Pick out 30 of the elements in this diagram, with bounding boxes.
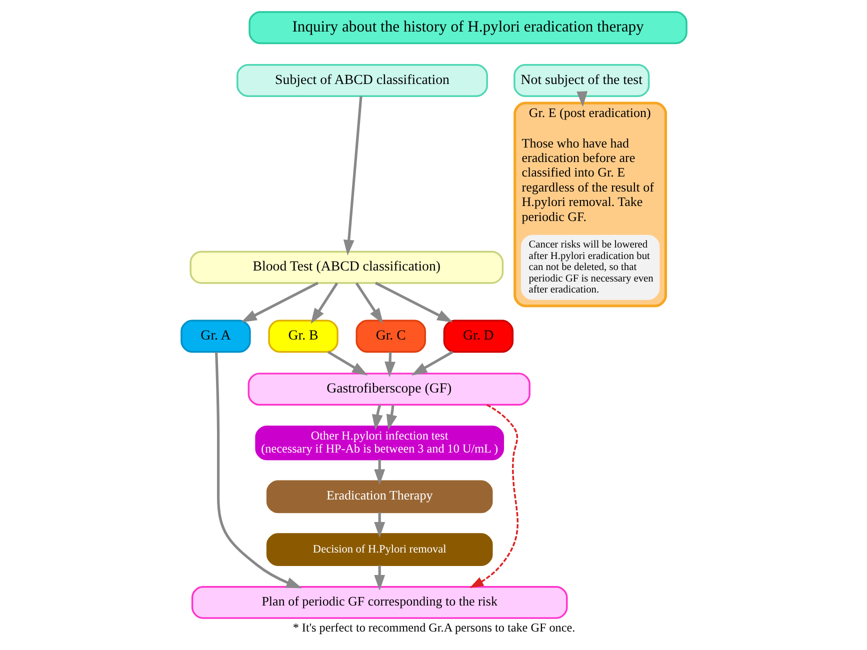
node-box: Gr. A bbox=[180, 320, 250, 353]
node-box: Eradication Therapy bbox=[266, 480, 492, 514]
arrow bbox=[240, 282, 318, 322]
arrow bbox=[576, 91, 588, 107]
node-box: Other H.pylori infection test (necessary if HP-Ab is between 3 and 10 U/mL ) bbox=[254, 426, 504, 460]
arrow bbox=[371, 404, 382, 430]
arrow bbox=[410, 350, 453, 376]
node-box: Inquiry about the history of H.pylori eradication therapy bbox=[248, 11, 687, 44]
arrow bbox=[374, 512, 385, 538]
caption: * It's perfect to recommend Gr.A persons to take GF once. bbox=[292, 620, 575, 634]
arrow bbox=[214, 352, 302, 588]
node-box: Gr. D bbox=[442, 320, 514, 353]
arrow bbox=[374, 459, 385, 485]
node-box: Gr. C bbox=[355, 320, 426, 353]
arrow bbox=[310, 282, 338, 324]
node-box: Gr. B bbox=[268, 320, 338, 353]
arrow bbox=[342, 96, 362, 256]
arrow bbox=[374, 282, 452, 322]
arrow bbox=[354, 282, 383, 324]
arrow bbox=[326, 350, 368, 376]
node-box: Decision of H.Pylori removal bbox=[266, 533, 492, 566]
node-box: Blood Test (ABCD classification) bbox=[189, 250, 504, 284]
arrow bbox=[386, 404, 397, 430]
node-box: Cancer risks will be lowered after H.pylori eradication but can not be deleted, so that periodic GF is necessary even after eradication. bbox=[520, 234, 660, 300]
node-box: Gastrofiberscope (GF) bbox=[247, 372, 530, 406]
arrow bbox=[374, 565, 385, 591]
arrow bbox=[384, 352, 395, 378]
arrow bbox=[469, 404, 518, 588]
node-box: Subject of ABCD classification bbox=[236, 64, 488, 97]
node-box: Plan of periodic GF corresponding to the risk bbox=[190, 586, 568, 619]
